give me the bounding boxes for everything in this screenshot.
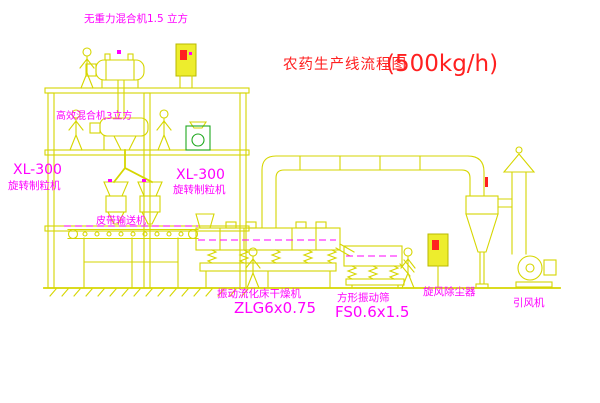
square-vibrating-sieve [343,245,415,289]
label-belt-conveyor: 皮带输送机 [96,214,146,227]
label-xl300-center: XL-300 [176,167,225,183]
label-granulator-center: 旋转制粒机 [173,183,226,196]
label-dryer-model: ZLG6x0.75 [234,299,316,317]
label-top-mixer: 无重力混合机1.5 立方 [84,12,188,25]
control-cabinet-top [175,43,197,89]
control-cabinet-right [427,233,449,289]
label-sieve-model: FS0.6x1.5 [335,303,409,321]
diagram-title: 农药生产线流程图 [283,56,407,73]
label-cyclone: 旋风除尘器 [423,285,476,298]
granulator-left-unit [103,179,129,225]
label-sieve: 方形振动筛 [337,291,390,304]
worker-figure [156,109,172,151]
fluid-bed-dryer [195,213,355,289]
induced-draft-fan [515,255,557,288]
exhaust-duct [261,155,488,229]
ground-line [43,287,561,297]
worker-figure [245,247,261,289]
worker-figures [68,47,416,289]
worker-figure [79,47,95,89]
top-mixer [85,50,145,117]
cyclone-separator [465,195,513,289]
belt-conveyor [64,225,199,289]
label-xl300-left: XL-300 [13,162,62,178]
label-high-eff-mixer: 高效混合机3立方 [56,109,132,122]
label-fan: 引风机 [513,296,545,309]
label-dryer: 振动流化床干燥机 [217,287,301,300]
roof-vent-stack [502,146,536,255]
second-floor-mixer [89,117,154,184]
diagram-capacity: (500kg/h) [386,51,498,77]
elevator-machine [185,121,211,151]
granulator-right-unit [137,179,163,225]
label-granulator-left: 旋转制粒机 [8,179,61,192]
